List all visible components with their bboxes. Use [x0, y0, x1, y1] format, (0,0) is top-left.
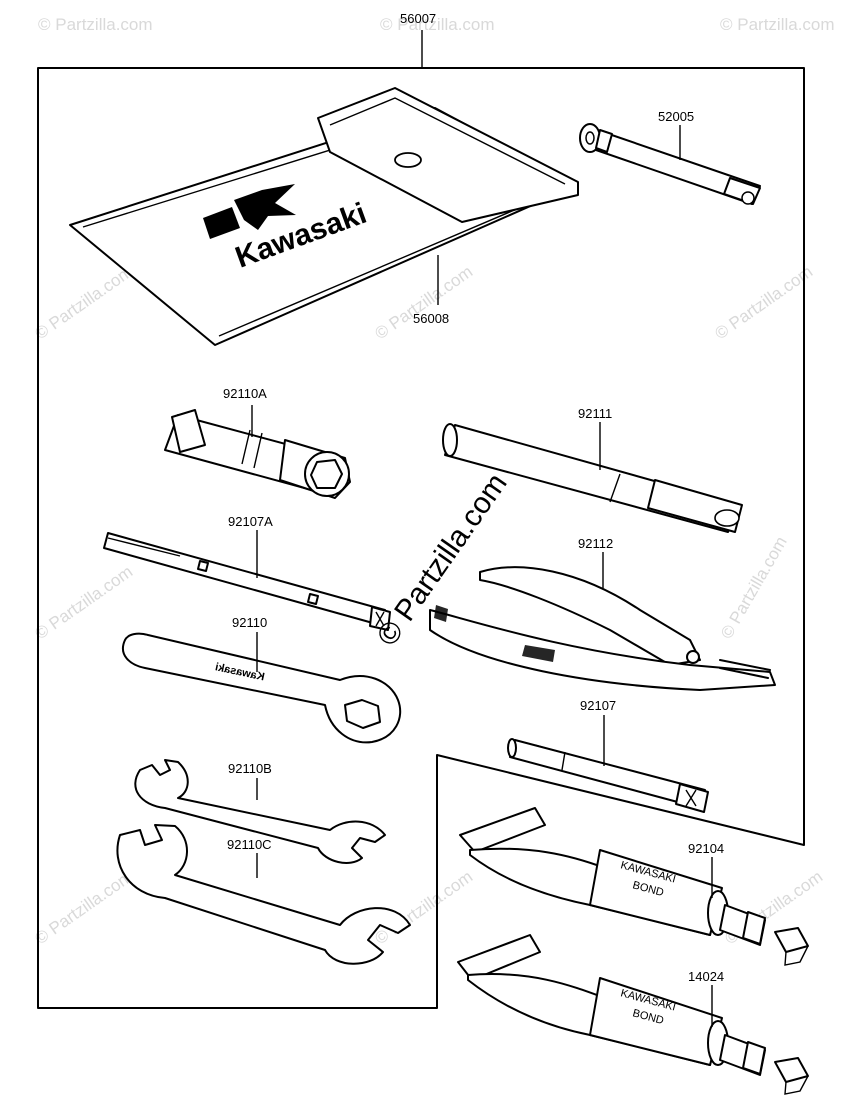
open-end-wrench-large[interactable]	[116, 824, 411, 965]
watermark: © Partzilla.com	[371, 262, 476, 343]
watermark: © Partzilla.com	[711, 262, 816, 343]
bond-tube-2[interactable]: KAWASAKI BOND	[457, 934, 809, 1095]
part-label-92110C[interactable]: 92110C	[227, 837, 272, 852]
snap-button-icon	[394, 152, 422, 168]
watermark: © Partzilla.com	[31, 562, 136, 643]
part-label-52005[interactable]: 52005	[658, 109, 694, 124]
watermark: © Partzilla.com	[31, 262, 136, 343]
part-label-14024[interactable]: 14024	[688, 969, 724, 984]
handle[interactable]	[442, 423, 743, 533]
part-label-92111[interactable]: 92111	[578, 406, 612, 421]
watermark: © Partzilla.com	[717, 533, 791, 642]
pliers[interactable]	[429, 566, 776, 691]
part-label-92110B[interactable]: 92110B	[228, 761, 272, 776]
part-label-92107A[interactable]: 92107A	[228, 514, 273, 529]
part-label-92112[interactable]: 92112	[578, 536, 613, 551]
watermark: © Partzilla.com	[38, 15, 153, 34]
screwdriver-bit[interactable]	[507, 738, 709, 813]
part-label-56008[interactable]: 56008	[413, 311, 449, 326]
watermark: © Partzilla.com	[720, 15, 835, 34]
part-label-92110[interactable]: 92110	[232, 615, 267, 630]
open-end-wrench-small[interactable]	[134, 759, 386, 864]
part-label-92104[interactable]: 92104	[688, 841, 724, 856]
part-label-92110A[interactable]: 92110A	[223, 386, 267, 401]
tool-pouch[interactable]: Kawasaki	[69, 87, 579, 346]
watermark: © Partzilla.com	[371, 867, 476, 948]
box-wrench-socket[interactable]	[164, 409, 351, 499]
spark-plug-socket-handle[interactable]	[579, 123, 761, 205]
watermark: © Partzilla.com	[31, 867, 136, 948]
part-label-92107[interactable]: 92107	[580, 698, 616, 713]
watermark: © Partzilla.com	[380, 15, 495, 34]
bond-tube-1[interactable]: KAWASAKI BOND	[459, 807, 809, 966]
part-label-56007[interactable]: 56007	[400, 11, 436, 26]
box-wrench[interactable]: Kawasaki	[122, 632, 402, 744]
kit-boundary	[37, 67, 805, 1009]
screwdriver[interactable]	[103, 532, 391, 631]
